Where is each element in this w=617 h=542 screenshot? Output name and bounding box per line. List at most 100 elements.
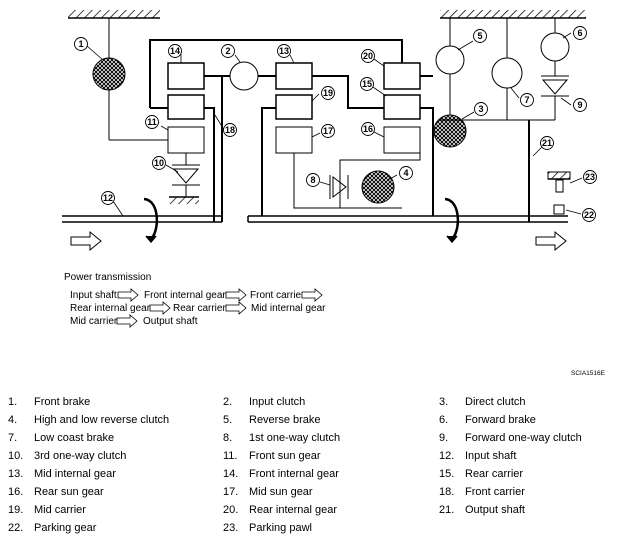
callout-23: 23 <box>583 170 597 184</box>
pt-arrow-5 <box>225 301 247 315</box>
parking-pawl <box>547 171 571 193</box>
callout-5: 5 <box>473 29 487 43</box>
legend-number: 8. <box>223 432 233 444</box>
input-rotation-arrow <box>143 197 158 244</box>
output-rotation-arrow <box>444 197 459 244</box>
legend-number: 13. <box>8 468 24 480</box>
forward-brake <box>540 18 570 76</box>
legend-number: 12. <box>439 450 455 462</box>
first-one-way-clutch <box>329 175 349 199</box>
callout-18: 18 <box>223 123 237 137</box>
legend-number: 11. <box>223 450 238 462</box>
callout-14: 14 <box>168 44 182 58</box>
callout-number: 12 <box>103 193 113 203</box>
legend-label: High and low reverse clutch <box>34 414 170 426</box>
pt-arrow-6 <box>116 314 138 328</box>
legend-label: Reverse brake <box>249 414 321 426</box>
parking-gear <box>553 204 565 215</box>
callout-17: 17 <box>321 124 335 138</box>
callout-number: 8 <box>310 175 315 185</box>
callout-number: 11 <box>147 117 157 127</box>
pt-arrow-2 <box>225 288 247 302</box>
pt-line2-item1: Rear internal gear <box>70 303 151 314</box>
callout-number: 6 <box>577 28 582 38</box>
callout-9: 9 <box>573 98 587 112</box>
legend-number: 9. <box>439 432 449 444</box>
legend-label: Output shaft <box>465 504 525 516</box>
legend-label: Front sun gear <box>249 450 321 462</box>
legend-number: 7. <box>8 432 18 444</box>
legend-label: Parking gear <box>34 522 97 534</box>
legend-label: Input clutch <box>249 396 306 408</box>
callout-leaders <box>86 32 583 217</box>
legend-number: 19. <box>8 504 24 516</box>
callout-6: 6 <box>573 26 587 40</box>
callout-number: 1 <box>78 39 83 49</box>
callout-7: 7 <box>520 93 534 107</box>
output-shaft <box>247 215 568 223</box>
pt-line2-item2: Rear carrier <box>173 303 226 314</box>
callout-number: 23 <box>585 172 595 182</box>
legend-number: 21. <box>439 504 455 516</box>
legend-number: 10. <box>8 450 24 462</box>
pt-arrow-1 <box>117 288 139 302</box>
power-transmission-title: Power transmission <box>64 272 151 283</box>
input-flow-arrow <box>70 230 102 252</box>
mid-planetary <box>275 62 313 154</box>
legend-number: 6. <box>439 414 449 426</box>
callout-number: 19 <box>323 88 333 98</box>
callout-number: 7 <box>524 95 529 105</box>
mid-planetary-links <box>261 75 384 216</box>
legend-label: 3rd one-way clutch <box>34 450 127 462</box>
ground-hatch-left <box>68 10 160 19</box>
legend-label: Forward one-way clutch <box>465 432 582 444</box>
callout-number: 18 <box>225 125 235 135</box>
callout-13: 13 <box>277 44 291 58</box>
pt-line1-item1: Input shaft <box>70 290 117 301</box>
legend-label: Forward brake <box>465 414 536 426</box>
legend-label: Parking pawl <box>249 522 312 534</box>
callout-number: 15 <box>362 79 372 89</box>
legend-number: 4. <box>8 414 18 426</box>
pt-arrow-4 <box>149 301 171 315</box>
legend-label: Direct clutch <box>465 396 526 408</box>
callout-22: 22 <box>582 208 596 222</box>
pt-arrow-3 <box>301 288 323 302</box>
pt-line2-item3: Mid internal gear <box>251 303 326 314</box>
callout-15: 15 <box>360 77 374 91</box>
pt-line1-item2: Front internal gear <box>144 290 226 301</box>
callout-number: 4 <box>403 168 408 178</box>
legend-number: 20. <box>223 504 239 516</box>
rear-links <box>420 75 434 216</box>
legend-number: 5. <box>223 414 233 426</box>
legend-number: 15. <box>439 468 455 480</box>
input-clutch <box>229 61 259 91</box>
legend-label: Rear internal gear <box>249 504 338 516</box>
pt-line1-item3: Front carrier <box>250 290 305 301</box>
legend-label: Front brake <box>34 396 91 408</box>
callout-16: 16 <box>361 122 375 136</box>
legend-number: 17. <box>223 486 239 498</box>
legend-label: Rear sun gear <box>34 486 104 498</box>
rear-planetary <box>383 62 421 154</box>
callout-4: 4 <box>399 166 413 180</box>
callout-11: 11 <box>145 115 159 129</box>
callout-number: 10 <box>154 158 164 168</box>
callout-number: 2 <box>225 46 230 56</box>
ground-hatch-right <box>440 10 586 19</box>
callout-number: 17 <box>323 126 333 136</box>
figure-code: SCIA1516E <box>571 370 606 377</box>
legend-number: 23. <box>223 522 239 534</box>
legend-number: 16. <box>8 486 24 498</box>
legend-label: Mid internal gear <box>34 468 116 480</box>
callout-3: 3 <box>474 102 488 116</box>
callout-8: 8 <box>306 173 320 187</box>
legend-label: Mid carrier <box>34 504 86 516</box>
legend-label: Front internal gear <box>249 468 339 480</box>
callout-number: 20 <box>363 51 373 61</box>
callout-number: 22 <box>584 210 594 220</box>
legend-label: Low coast brake <box>34 432 115 444</box>
callout-12: 12 <box>101 191 115 205</box>
high-low-reverse-clutch <box>361 170 395 204</box>
